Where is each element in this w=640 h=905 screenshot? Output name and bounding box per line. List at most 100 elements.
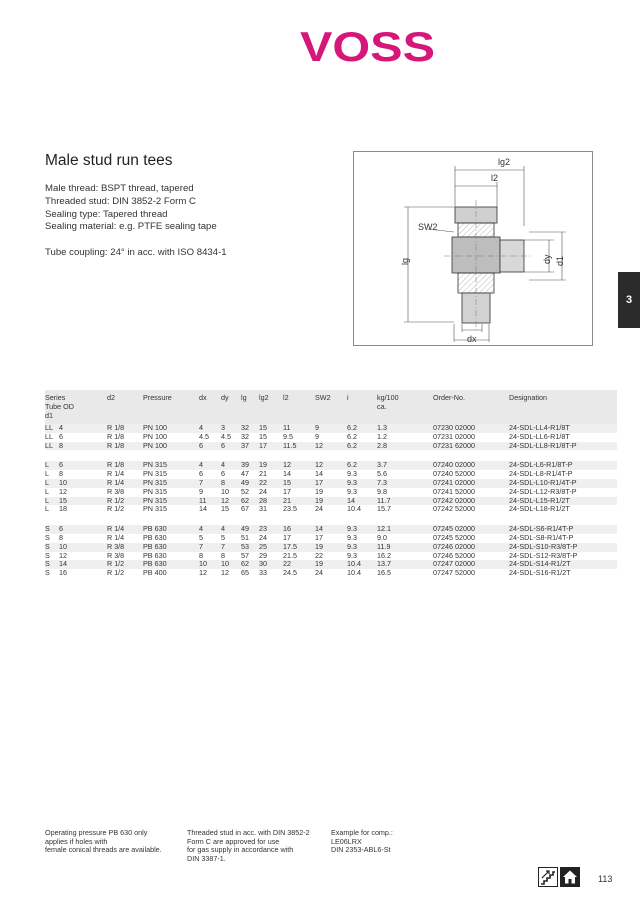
cell-order-no: 07247 02000 [433,560,509,570]
footnote-gas-supply: Threaded stud in acc. with DIN 3852-2 Fo… [187,828,310,863]
header-lg: lg [241,390,259,424]
cell-lg2: 29 [259,551,267,560]
header-pressure: Pressure [143,390,199,424]
cell-order-no: 07245 02000 [433,525,509,534]
cell-i: 14 [347,496,377,506]
cell-series: L [45,478,59,488]
section-tab[interactable]: 3 [618,272,640,328]
group-spacer [45,450,617,462]
cell-d2: R 3/8 [107,542,143,552]
cell-dy: 12 [221,496,241,506]
cell-lg: 62 [241,496,259,506]
spec-sealing-material: Sealing material: e.g. PTFE sealing tape [45,221,217,233]
cell-sw2: 14 [315,470,323,479]
cell-i: 6.2 [347,441,377,451]
cell-dx: 7 [199,542,221,552]
cell-i: 6.2 [347,424,377,433]
cell-series: LL [45,432,53,441]
cell-sw2: 12 [315,461,347,471]
cell-i: 9.3 [347,487,357,496]
cell-order-no: 07242 02000 [433,496,509,506]
group-spacer [45,514,617,526]
cell-dy: 10 [221,560,241,570]
cell-lg2: 15 [259,432,267,441]
cell-pressure: PN 100 [143,432,167,441]
technical-drawing: lg2 l2 SW2 lg dy d1 dx d2 [353,151,593,346]
cell-sw2: 24 [315,569,323,578]
cell-i: 9.3 [347,478,377,488]
cell-series: L [45,487,49,496]
cell-lg2: 23 [259,525,283,534]
cell-l2: 14 [283,470,291,479]
cell-pressure: PN 315 [143,487,167,496]
cell-dx: 9 [199,487,203,496]
cell-lg2: 30 [259,560,283,570]
cell-sw2: 19 [315,560,347,570]
cell-tube-od: 4 [59,424,107,433]
cell-kg: 9.0 [377,533,387,542]
page-number: 113 [598,874,613,884]
cell-dy: 4 [221,525,241,534]
cell-tube-od: 12 [59,487,67,496]
dim-dx-label: dx [467,334,477,344]
header-d2: d2 [107,390,143,424]
dim-dy-label: dy [542,254,552,264]
tube-coupling-note: Tube coupling: 24° in acc. with ISO 8434… [45,247,227,258]
header-kg: kg/100 ca. [377,390,433,424]
header-i: i [347,390,377,424]
cell-pressure: PB 630 [143,525,199,534]
cell-series: LL [45,441,59,451]
cell-d2: R 1/2 [107,569,125,578]
cell-l2: 16 [283,525,315,534]
cell-i: 9.3 [347,470,357,479]
header-order-no: Order-No. [433,390,509,424]
cell-tube-od: 6 [59,461,107,471]
cell-pressure: PN 315 [143,505,167,514]
cell-kg: 2.8 [377,441,433,451]
cell-kg: 11.7 [377,496,433,506]
cell-dx: 10 [199,560,221,570]
cell-dy: 10 [221,487,229,496]
cell-dx: 8 [199,551,203,560]
cell-designation: 24-SDL-L6-R1/8T-P [509,461,617,471]
cell-kg: 16.2 [377,551,391,560]
cell-dx: 4 [199,461,221,471]
cell-d2: R 1/8 [107,424,143,433]
cell-dx: 12 [199,569,207,578]
dim-sw2-label: SW2 [418,222,438,232]
cell-dy: 7 [221,542,241,552]
cell-l2: 23.5 [283,505,297,514]
cell-d2: R 1/4 [107,525,143,534]
cell-dy: 12 [221,569,229,578]
stairs-icon[interactable] [538,867,558,887]
cell-series: S [45,560,59,570]
cell-lg: 37 [241,441,259,451]
dim-lg-label: lg [400,258,410,265]
cell-dx: 4.5 [199,432,209,441]
cell-series: LL [45,424,59,433]
cell-lg2: 33 [259,569,267,578]
dim-lg2-label: lg2 [498,157,510,167]
cell-l2: 15 [283,478,315,488]
cell-i: 9.3 [347,542,377,552]
home-icon[interactable] [560,867,580,887]
cell-designation: 24-SDL-L10-R1/4T-P [509,478,617,488]
cell-designation: 24-SDL-LL6-R1/8T [509,432,570,441]
cell-lg: 52 [241,487,249,496]
cell-l2: 24.5 [283,569,297,578]
cell-i: 9.3 [347,551,357,560]
header-l2: l2 [283,390,315,424]
cell-designation: 24-SDL-L12-R3/8T-P [509,487,577,496]
cell-order-no: 07246 52000 [433,551,475,560]
cell-lg2: 19 [259,461,283,471]
product-table: Series Tube OD d1 d2 Pressure dx dy lg l… [45,390,617,578]
cell-kg: 16.5 [377,569,391,578]
cell-lg2: 31 [259,505,267,514]
cell-d2: R 1/2 [107,505,125,514]
cell-designation: 24-SDL-S16-R1/2T [509,569,571,578]
cell-d2: R 1/4 [107,478,143,488]
